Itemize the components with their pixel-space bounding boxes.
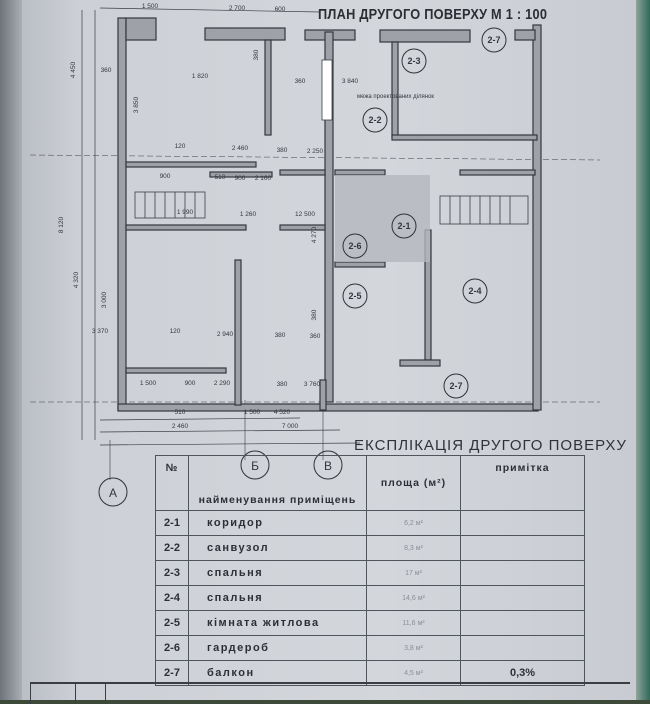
dimension: 3 370	[92, 328, 109, 335]
cell-number: 2-1	[155, 510, 189, 536]
dimension: 120	[175, 143, 186, 150]
room-label-2-5: 2-5	[348, 291, 361, 301]
table-header-row: № найменування приміщень площа (м²) прим…	[155, 455, 585, 511]
sheet-edge	[636, 0, 650, 700]
cell-name: кімната житлова	[188, 610, 367, 636]
dimension: 1 500	[140, 380, 157, 387]
cell-name: спальня	[188, 585, 367, 611]
cell-number: 2-5	[155, 610, 189, 636]
dimension: 2 290	[214, 380, 231, 387]
dimension: 360	[295, 78, 306, 85]
dimension: 900	[160, 173, 171, 180]
dimension: 1 500	[142, 3, 159, 10]
dimension: 3 850	[133, 96, 140, 113]
sheet-binding	[0, 0, 22, 700]
cell-number: 2-3	[155, 560, 189, 586]
cell-number: 2-4	[155, 585, 189, 611]
cell-number: 2-2	[155, 535, 189, 561]
header-note: примітка	[460, 455, 585, 511]
dimension: 8 120	[58, 216, 65, 233]
explication-table: № найменування приміщень площа (м²) прим…	[155, 455, 585, 686]
dimension: 900	[185, 380, 196, 387]
dimension: 2 460	[232, 145, 249, 152]
dimension: 510	[175, 409, 186, 416]
boundary-note: межа проектованих ділянок	[357, 94, 434, 100]
dimension: 3 000	[101, 291, 108, 308]
dimension: 4 320	[73, 271, 80, 288]
cell-note	[460, 635, 585, 661]
dimension: 12 500	[295, 211, 315, 218]
room-label-2-6: 2-6	[348, 241, 361, 251]
header-area: площа (м²)	[366, 455, 461, 511]
dimension: 510	[215, 174, 226, 181]
plan-title: ПЛАН ДРУГОГО ПОВЕРХУ М 1 : 100	[318, 6, 548, 23]
room-label-2-3: 2-3	[407, 56, 420, 66]
cell-name: коридор	[188, 510, 367, 536]
dimension: 360	[101, 67, 112, 74]
room-label-2-2: 2-2	[368, 115, 381, 125]
cell-note	[460, 535, 585, 561]
cell-note	[460, 560, 585, 586]
dimension: 4 270	[311, 226, 318, 243]
dimension: 380	[277, 147, 288, 154]
dimension: 900	[235, 175, 246, 182]
dimension: 7 000	[282, 423, 299, 430]
dimension: 1 820	[192, 73, 209, 80]
room-label-2-4: 2-4	[468, 286, 481, 296]
dimension: 4 450	[70, 61, 77, 78]
header-number: №	[155, 455, 189, 511]
cell-note	[460, 510, 585, 536]
cell-area: 14,6 м²	[366, 585, 461, 611]
explication-title: ЕКСПЛІКАЦІЯ ДРУГОГО ПОВЕРХУ	[354, 437, 627, 454]
dimension: 3 840	[342, 78, 359, 85]
dimension: 1 500	[244, 409, 261, 416]
dimension: 600	[275, 6, 286, 13]
cell-area: 6,2 м²	[366, 510, 461, 536]
cell-name: спальня	[188, 560, 367, 586]
dimension: 1 260	[240, 211, 257, 218]
dimension: 3 760	[304, 381, 321, 388]
dimension: 2 460	[172, 423, 189, 430]
cell-area: 3,8 м²	[366, 635, 461, 661]
room-label-2-7: 2-7	[487, 35, 500, 45]
dimension: 2 250	[307, 148, 324, 155]
room-label-2-1: 2-1	[397, 221, 410, 231]
dimension: 1 990	[177, 209, 194, 216]
header-name: найменування приміщень	[188, 455, 367, 511]
dimension: 2 160	[255, 175, 272, 182]
axis-label-a: А	[109, 486, 117, 500]
dimension: 4 520	[274, 409, 291, 416]
dimension: 380	[277, 381, 288, 388]
dimension: 380	[275, 332, 286, 339]
dimension: 360	[310, 333, 321, 340]
room-label-2-7: 2-7	[449, 381, 462, 391]
cell-name: санвузол	[188, 535, 367, 561]
cell-number: 2-7	[155, 660, 189, 686]
title-block	[30, 682, 630, 704]
dimension: 120	[170, 328, 181, 335]
cell-name: гардероб	[188, 635, 367, 661]
cell-area: 11,6 м²	[366, 610, 461, 636]
cell-area: 4,5 м²	[366, 660, 461, 686]
cell-note	[460, 585, 585, 611]
cell-area: 8,3 м²	[366, 535, 461, 561]
cell-name: балкон	[188, 660, 367, 686]
dimension: 380	[253, 49, 260, 60]
dimension: 2 940	[217, 331, 234, 338]
cell-note	[460, 610, 585, 636]
cell-note: 0,3%	[460, 660, 585, 686]
cell-number: 2-6	[155, 635, 189, 661]
cell-area: 17 м²	[366, 560, 461, 586]
dimension: 380	[311, 309, 318, 320]
dimension: 2 700	[229, 5, 246, 12]
